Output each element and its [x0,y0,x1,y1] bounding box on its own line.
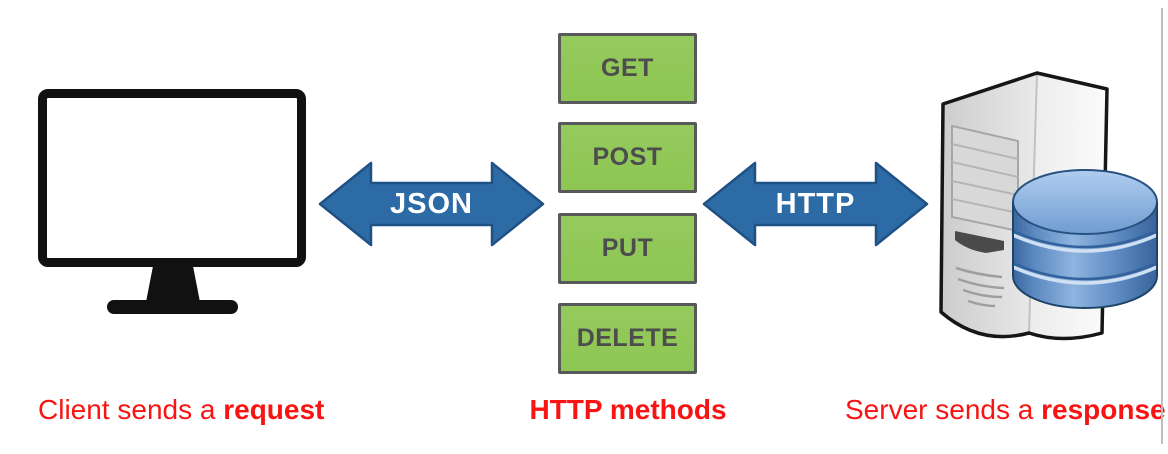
method-box-post: POST [558,122,697,193]
monitor-stand [146,266,200,302]
http-double-arrow-icon: HTTP [702,160,929,248]
method-box-delete: DELETE [558,303,697,374]
method-label: DELETE [576,324,679,352]
server-caption-text: Server sends a [845,394,1042,425]
monitor-base [107,300,238,314]
json-arrow-label: JSON [390,187,473,220]
method-label: PUT [601,234,654,262]
server-caption: Server sends a response [845,392,1166,428]
client-caption-text: Client sends a [38,394,224,425]
right-edge-divider [1161,8,1163,444]
server-icon [939,71,1158,341]
methods-caption: HTTP methods [478,392,778,428]
double-arrow-shape [702,161,929,247]
http-arrow-label: HTTP [775,187,856,220]
server-caption-bold: response [1041,394,1166,425]
method-label: GET [601,54,654,82]
monitor-screen [38,89,306,267]
methods-caption-text: HTTP methods [529,394,727,425]
method-box-get: GET [558,33,697,104]
method-box-put: PUT [558,213,697,284]
database-icon [1012,169,1158,309]
method-label: POST [592,143,663,171]
json-double-arrow-icon: JSON [318,160,545,248]
client-caption: Client sends a request [38,392,324,428]
double-arrow-shape [318,161,545,247]
client-caption-bold: request [223,394,325,425]
